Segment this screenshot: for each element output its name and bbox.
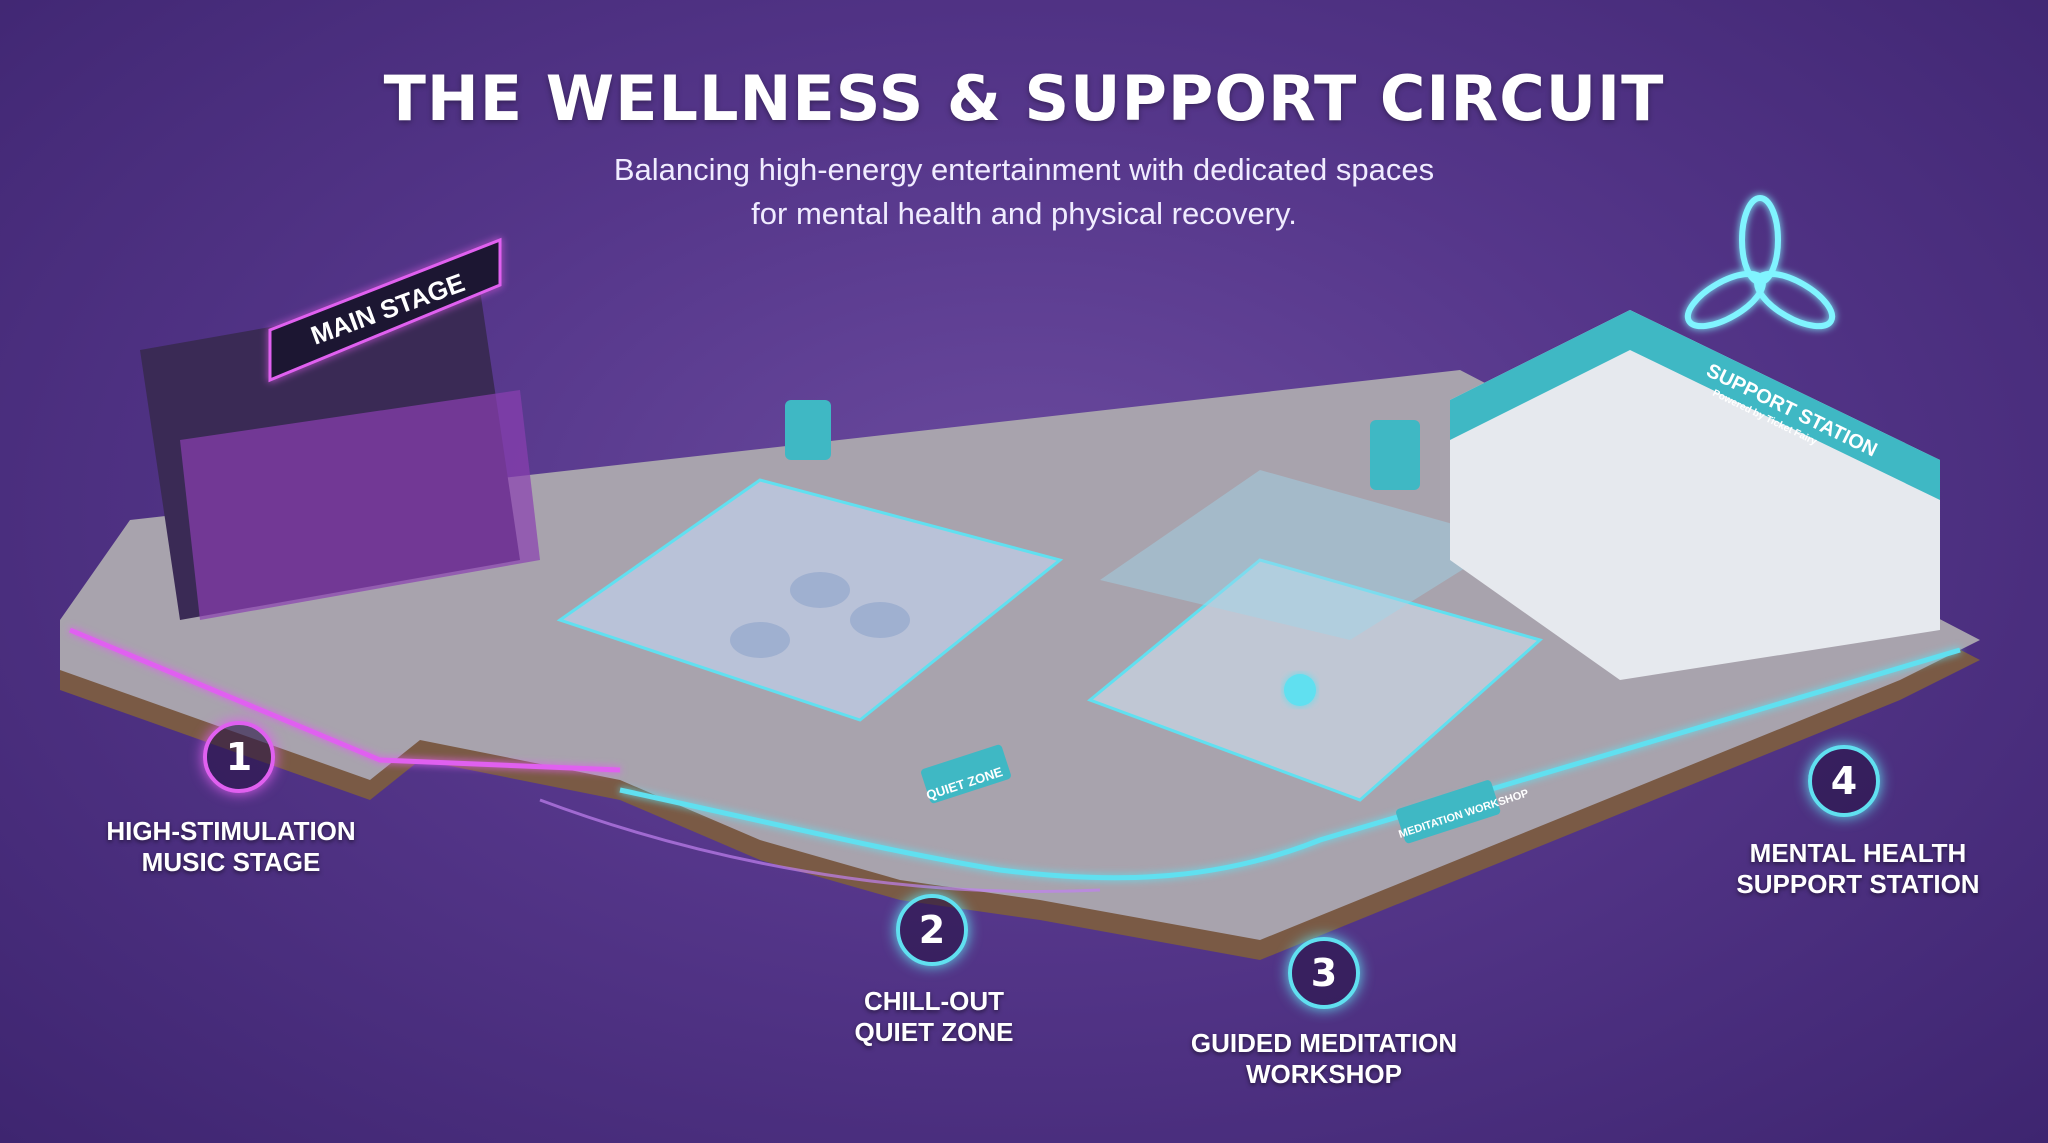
zone-1-label-line-1: HIGH-STIMULATION: [106, 816, 356, 846]
page-subtitle: Balancing high-energy entertainment with…: [0, 148, 2048, 236]
zone-3-label-line-1: GUIDED MEDITATION: [1190, 1028, 1458, 1058]
main-stage-area: MAIN STAGE: [140, 237, 540, 620]
subtitle-line-2: for mental health and physical recovery.: [751, 196, 1297, 231]
zone-1-marker: 1: [203, 721, 275, 793]
zone-2-label-line-1: CHILL-OUT: [863, 986, 1005, 1016]
zone-4-marker: 4: [1808, 745, 1880, 817]
subtitle-line-1: Balancing high-energy entertainment with…: [613, 152, 1435, 187]
zone-4-label-line-2: SUPPORT STATION: [1736, 869, 1980, 899]
zone-3-marker: 3: [1288, 937, 1360, 1009]
zone-3-label-line-2: WORKSHOP: [1246, 1059, 1402, 1089]
zone-2-label-line-2: QUIET ZONE: [854, 1017, 1014, 1047]
zone-1-label-line-2: MUSIC STAGE: [141, 847, 321, 877]
support-station-area: SUPPORT STATION Powered by Ticket Fairy: [1450, 195, 1940, 680]
zone-4-label-line-1: MENTAL HEALTH: [1749, 838, 1967, 868]
zone-2-marker: 2: [896, 894, 968, 966]
page-title: THE WELLNESS & SUPPORT CIRCUIT: [383, 62, 1665, 135]
meditation-area: MEDITATION WORKSHOP: [1087, 420, 1544, 844]
support-flower-logo-icon: [1684, 195, 1836, 330]
quiet-zone-area: QUIET ZONE: [556, 400, 1064, 804]
